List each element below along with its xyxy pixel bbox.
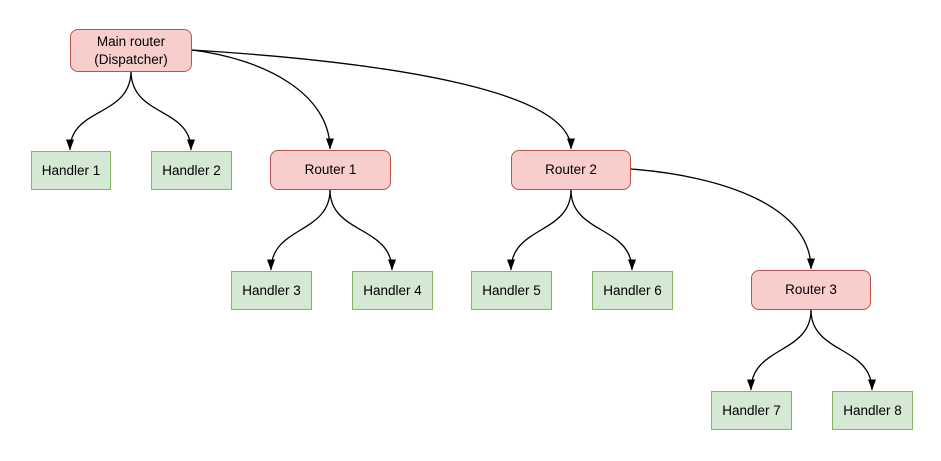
node-handler-5-label: Handler 5: [482, 282, 541, 298]
node-handler-5: Handler 5: [471, 271, 552, 310]
edge-router3-to-handler7: [747, 309, 812, 391]
node-handler-1-label: Handler 1: [41, 162, 101, 178]
node-handler-1: Handler 1: [31, 151, 111, 190]
node-handler-7: Handler 7: [711, 391, 792, 430]
edge-router1-to-handler4: [329, 189, 396, 271]
edge-main-to-handler2: [130, 70, 195, 151]
node-handler-4: Handler 4: [352, 271, 433, 310]
edge-router2-to-handler6: [570, 189, 636, 271]
node-router-1-label: Router 1: [304, 162, 357, 178]
node-handler-3: Handler 3: [231, 271, 312, 310]
edge-main-to-router1: [191, 49, 334, 150]
edge-router2-to-handler5: [507, 189, 572, 271]
node-handler-8-label: Handler 8: [843, 402, 902, 418]
edge-main-to-handler1: [66, 70, 132, 151]
node-router-3-label: Router 3: [785, 282, 837, 298]
node-handler-2: Handler 2: [151, 151, 232, 190]
edge-router3-to-handler8: [810, 309, 876, 391]
node-main-router-label: Main router (Dispatcher): [94, 34, 168, 67]
node-handler-7-label: Handler 7: [722, 402, 781, 418]
node-handler-4-label: Handler 4: [363, 282, 422, 298]
node-handler-6-label: Handler 6: [603, 282, 662, 298]
node-main-router: Main router (Dispatcher): [70, 29, 192, 72]
node-handler-2-label: Handler 2: [162, 162, 221, 178]
node-router-3: Router 3: [751, 270, 871, 310]
node-handler-3-label: Handler 3: [242, 282, 301, 298]
edge-router2-to-router3: [630, 168, 815, 270]
edge-main-to-router2: [191, 49, 575, 150]
node-handler-6: Handler 6: [592, 271, 673, 310]
node-router-1: Router 1: [270, 150, 391, 190]
node-router-2: Router 2: [511, 150, 631, 190]
edge-router1-to-handler3: [267, 189, 331, 271]
node-handler-8: Handler 8: [832, 391, 913, 430]
node-router-2-label: Router 2: [545, 162, 597, 178]
